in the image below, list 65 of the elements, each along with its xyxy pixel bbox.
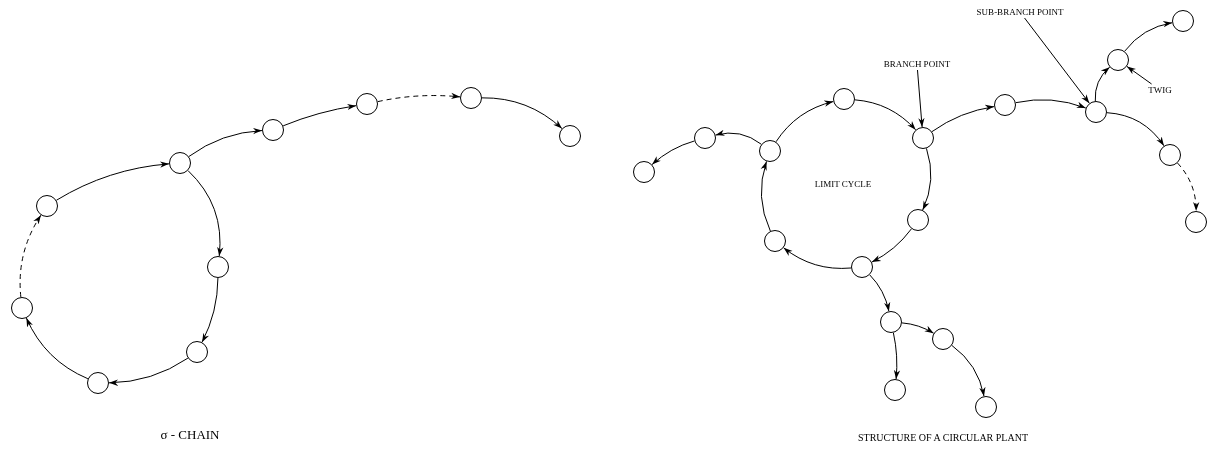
chain-node-circle (880, 311, 902, 333)
chain-node-circle (932, 328, 954, 350)
chain-node-circle (36, 195, 58, 217)
caption-text: σ - CHAIN (160, 427, 220, 443)
chain-node-circle (694, 127, 716, 149)
callout-text: BRANCH POINT (882, 58, 952, 70)
chain-node-circle (87, 372, 109, 394)
chain-node-circle (559, 125, 581, 147)
chain-node-circle (356, 93, 378, 115)
arrow (922, 147, 932, 211)
arrow (481, 97, 563, 130)
arrow (651, 140, 695, 166)
chain-node-circle (884, 379, 906, 401)
caption-text: LIMIT CYCLE (814, 179, 872, 189)
chain-node-circle (262, 119, 284, 141)
chain-node-circle (994, 94, 1016, 116)
arrow (1177, 162, 1200, 212)
arrow (1015, 99, 1087, 109)
chain-node-circle (207, 256, 229, 278)
leader-line (917, 69, 925, 128)
chain-node-circle (759, 140, 781, 162)
callout-text: TWIG (1147, 84, 1173, 96)
chain-node-circle (1185, 211, 1207, 233)
arrow (201, 277, 219, 343)
arrow (282, 104, 357, 127)
arrow (715, 129, 762, 145)
arrow (377, 92, 461, 103)
arrow (931, 105, 995, 133)
arrow (25, 317, 89, 380)
arrow (892, 332, 900, 380)
leader-line (1024, 17, 1090, 104)
chain-node-circle (912, 127, 934, 149)
chain-node-circle (975, 396, 997, 418)
chain-node-circle (1107, 49, 1129, 71)
arrow (188, 128, 263, 157)
callout-text: SUB-BRANCH POINT (975, 6, 1065, 18)
arrow (1124, 21, 1173, 52)
arrow (871, 228, 912, 263)
arrow (187, 170, 224, 257)
chain-node-circle (764, 230, 786, 252)
leader-line (1126, 65, 1153, 85)
chain-node-circle (833, 88, 855, 110)
arrow (1106, 112, 1165, 147)
chain-node-circle (851, 256, 873, 278)
arrow (1094, 66, 1111, 102)
chain-node-circle (169, 152, 191, 174)
arrow (783, 247, 852, 269)
arrow (760, 160, 771, 232)
chain-node-circle (1172, 10, 1194, 32)
arrow (901, 322, 935, 334)
chain-node-circle (633, 161, 655, 183)
arrow (854, 99, 917, 131)
chain-node-circle (1159, 144, 1181, 166)
chain-node-circle (11, 297, 33, 319)
caption-text: STRUCTURE OF A CIRCULAR PLANT (858, 431, 1028, 443)
chain-node-circle (1085, 101, 1107, 123)
chain-node-circle (907, 209, 929, 231)
arrow (19, 214, 42, 298)
arrow (55, 161, 170, 201)
arrow (951, 344, 986, 397)
chain-node-circle (186, 341, 208, 363)
arrow (775, 100, 834, 143)
arrow (869, 274, 890, 312)
arrow (108, 357, 189, 386)
chain-node-circle (460, 87, 482, 109)
